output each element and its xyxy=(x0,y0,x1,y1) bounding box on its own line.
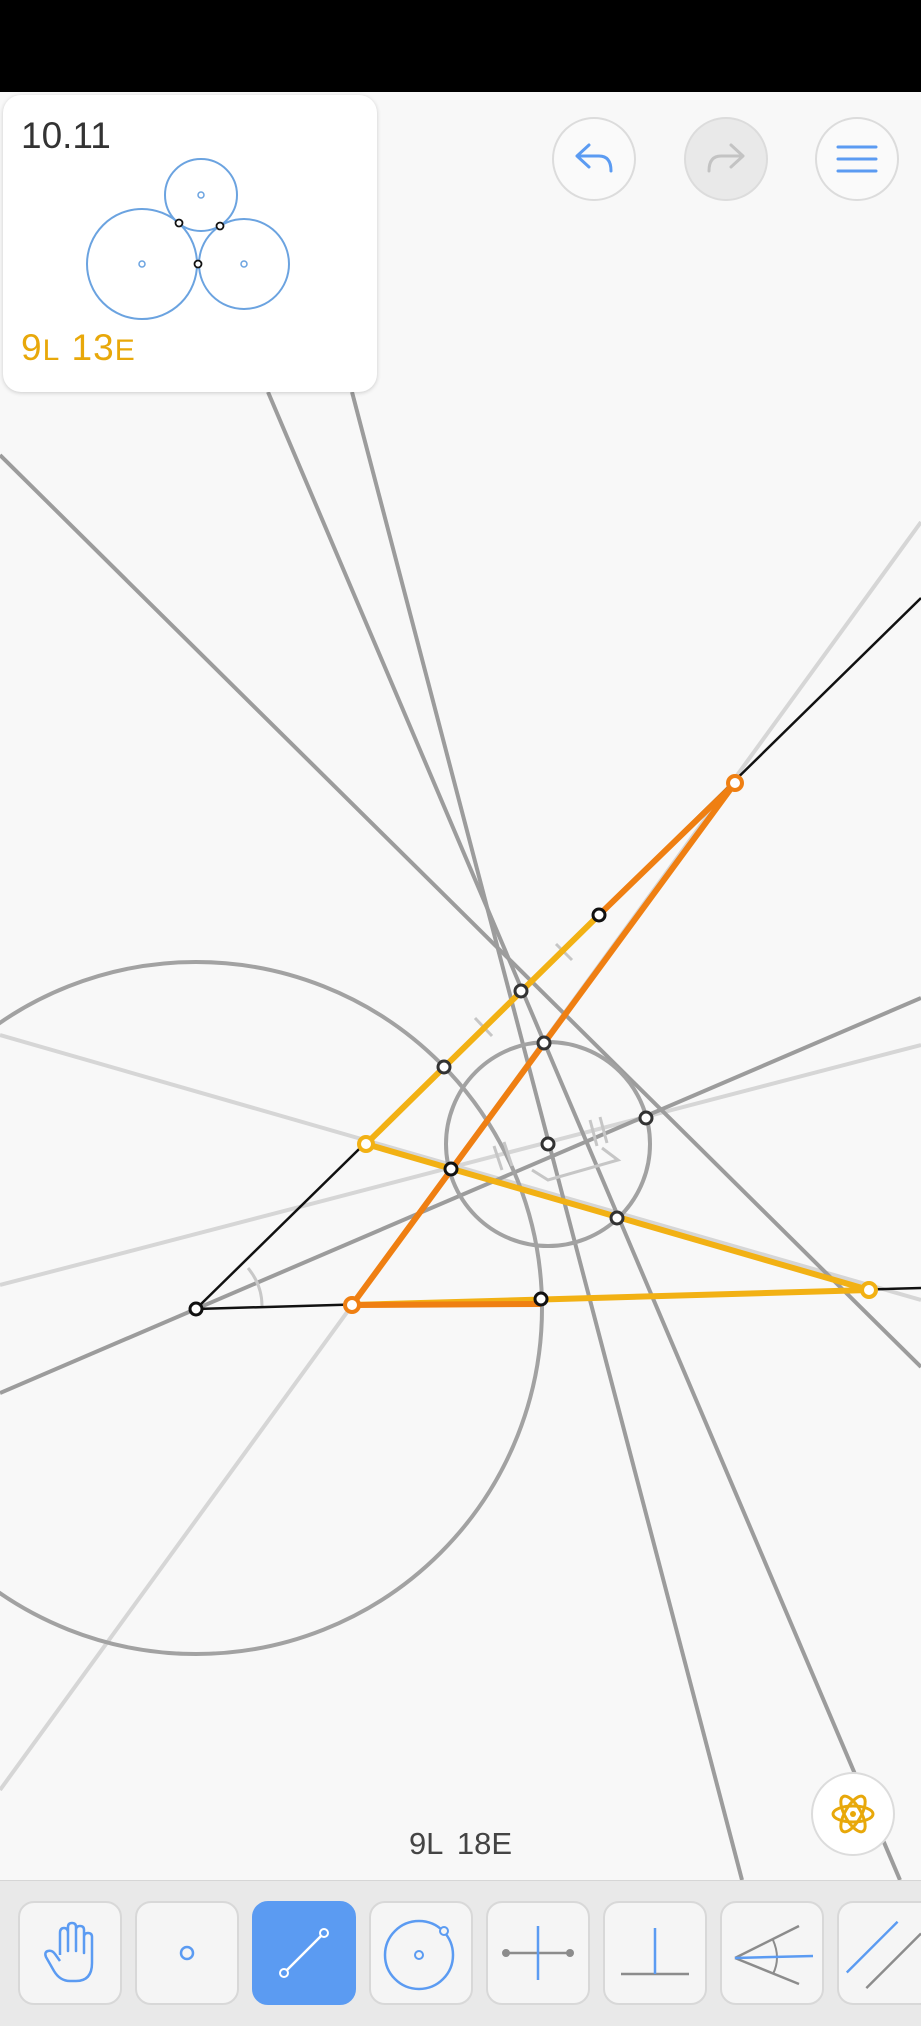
point xyxy=(591,907,607,923)
target-l-unit: L xyxy=(42,334,61,367)
redo-icon xyxy=(707,143,745,173)
point xyxy=(638,1110,654,1126)
perpendicular-icon xyxy=(621,1928,689,1976)
line-icon xyxy=(279,1928,329,1978)
menu-button[interactable] xyxy=(815,117,899,201)
target-e-count: 13 xyxy=(71,327,115,368)
yellow-segments xyxy=(351,912,870,1308)
target-l-count: 9 xyxy=(21,327,43,368)
tool-parallel[interactable] xyxy=(837,1901,921,2005)
goal-point xyxy=(357,1135,375,1153)
tool-line[interactable] xyxy=(252,1901,356,2005)
tool-move[interactable] xyxy=(18,1901,122,2005)
hand-icon xyxy=(44,1921,94,1983)
parallel-icon xyxy=(845,1920,921,1990)
menu-icon xyxy=(836,145,878,173)
large-construction-circle xyxy=(0,960,544,1656)
tool-perpendicular[interactable] xyxy=(603,1901,707,2005)
construction-canvas[interactable] xyxy=(0,92,921,1880)
angle-mark xyxy=(246,1267,264,1307)
undo-button[interactable] xyxy=(552,117,636,201)
point xyxy=(609,1210,625,1226)
level-number: 10.11 xyxy=(21,115,111,156)
point xyxy=(540,1136,556,1152)
goal-point xyxy=(726,774,744,792)
move-counter: 9L 18E xyxy=(408,1826,513,1861)
point xyxy=(513,983,529,999)
redo-button[interactable] xyxy=(684,117,768,201)
tool-bar xyxy=(0,1880,921,2026)
point xyxy=(443,1161,459,1177)
tool-circle[interactable] xyxy=(369,1901,473,2005)
goal-point xyxy=(860,1281,878,1299)
point xyxy=(436,1059,452,1075)
goal-point xyxy=(343,1296,361,1314)
tool-point[interactable] xyxy=(135,1901,239,2005)
level-card: 10.11 9L 13E xyxy=(3,95,377,392)
level-target-moves: 9L 13E xyxy=(21,327,136,369)
status-bar xyxy=(0,0,921,92)
right-angle-mark xyxy=(531,1146,622,1182)
circle-icon xyxy=(383,1919,455,1991)
point xyxy=(188,1301,204,1317)
point xyxy=(536,1035,552,1051)
atom-hint-icon xyxy=(831,1794,875,1834)
hint-button[interactable] xyxy=(811,1772,895,1856)
construction-lines xyxy=(0,391,921,1880)
target-e-unit: E xyxy=(114,334,136,367)
perpendicular-bisector-icon xyxy=(502,1926,574,1980)
point xyxy=(533,1291,549,1307)
points[interactable] xyxy=(188,774,878,1317)
point-icon xyxy=(179,1945,195,1961)
angle-bisector-icon xyxy=(734,1924,814,1986)
tool-angle-bisector[interactable] xyxy=(720,1901,824,2005)
level-preview-icon xyxy=(86,158,290,320)
tool-perpendicular-bisector[interactable] xyxy=(486,1901,590,2005)
undo-icon xyxy=(575,143,613,173)
